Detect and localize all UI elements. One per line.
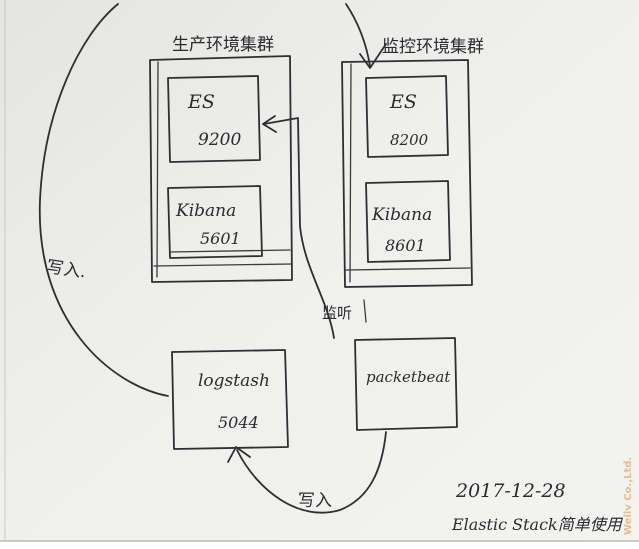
production-cluster-frame-inner-bottom (153, 263, 293, 267)
production-kibana-node: Kibana 5601 (167, 185, 291, 259)
date-text: 2017-12-28 (455, 480, 566, 502)
production-es-name: ES (187, 91, 215, 113)
logstash-node: logstash 5044 (171, 349, 289, 450)
monitoring-kibana-box (365, 180, 451, 263)
big-curve-right (345, 3, 371, 67)
production-kibana-underline (169, 249, 291, 253)
packetbeat-node: packetbeat (354, 337, 458, 431)
write-bottom-label: 写入 (298, 491, 332, 511)
production-cluster-frame (149, 55, 293, 283)
monitoring-cluster-frame-inner-left (349, 63, 352, 283)
monitoring-kibana-name: Kibana (371, 205, 432, 225)
production-kibana-box (167, 185, 263, 259)
watermark-text: Wellv Co.,Ltd. (623, 457, 634, 535)
production-cluster-frame-inner-left (156, 61, 159, 278)
monitoring-cluster-frame (341, 59, 473, 288)
caption-text: Elastic Stack简单使用 (451, 515, 624, 534)
write-bottom-curve (236, 431, 387, 514)
write-bottom-arrowhead (227, 446, 251, 463)
listen-arrowhead (262, 115, 277, 133)
monitoring-es-node: ES 8200 (365, 75, 449, 158)
packetbeat-box (354, 337, 458, 431)
production-es-node: ES 9200 (167, 75, 261, 163)
monitoring-cluster-frame-inner-bottom (345, 267, 471, 271)
production-es-port: 9200 (198, 130, 241, 150)
big-curve-left (39, 3, 169, 397)
production-es-box (167, 75, 261, 163)
packetbeat-to-logstash-arrow: 写入 (227, 431, 387, 514)
production-kibana-name: Kibana (175, 201, 236, 221)
listen-tick (363, 299, 367, 323)
logstash-name: logstash (198, 371, 270, 391)
monitoring-es-box (365, 75, 449, 158)
listen-label: 监听 (322, 304, 352, 322)
logstash-port: 5044 (218, 413, 259, 432)
monitoring-es-port: 8200 (390, 131, 429, 149)
listen-line (263, 117, 335, 339)
monitoring-es-name: ES (389, 91, 417, 113)
logstash-box (171, 349, 289, 450)
production-kibana-port: 5601 (200, 229, 241, 248)
monitoring-kibana-port: 8601 (385, 236, 426, 255)
production-cluster-title: 生产环境集群 (172, 35, 274, 55)
production-cluster: 生产环境集群 ES 9200 Kibana 5601 (149, 35, 293, 283)
packetbeat-name: packetbeat (366, 368, 451, 386)
big-curve-arrowhead (359, 43, 387, 69)
monitoring-kibana-node: Kibana 8601 (365, 180, 451, 263)
packetbeat-listen-arrow: 监听 (262, 115, 367, 339)
monitoring-cluster: 监控环境集群 ES 8200 Kibana 8601 (341, 37, 484, 288)
monitoring-cluster-title: 监控环境集群 (382, 37, 484, 57)
